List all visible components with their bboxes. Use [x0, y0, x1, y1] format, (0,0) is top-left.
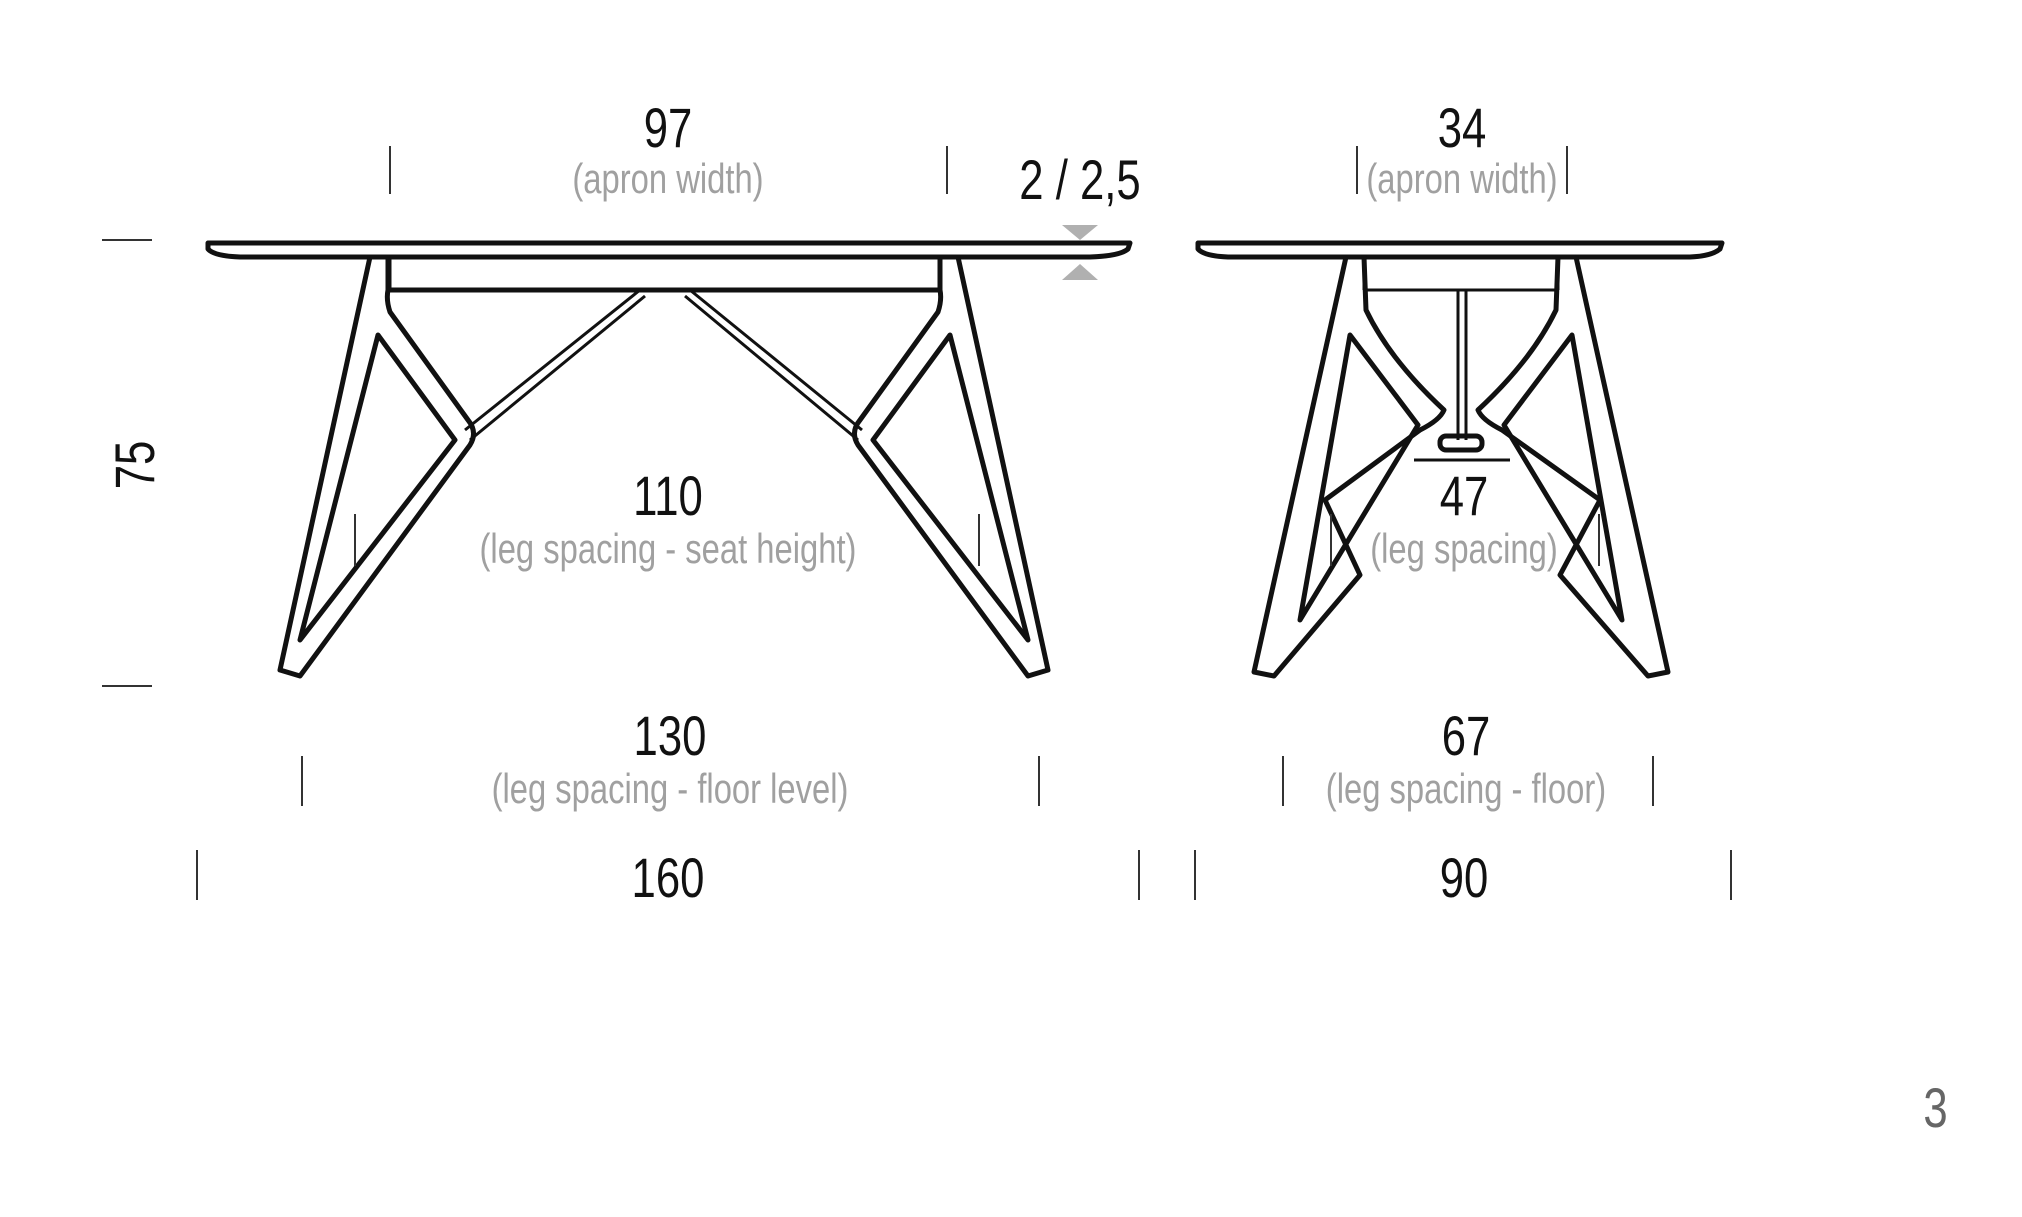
side-left-leg [1251, 254, 1447, 679]
dim-tick [354, 514, 356, 566]
dim-tick [1652, 756, 1654, 806]
dim-tick [1566, 146, 1568, 194]
page-number: 3 [1923, 1076, 1948, 1139]
top-thickness-value: 2 / 2,5 [1019, 148, 1141, 211]
dim-tick [301, 756, 303, 806]
dim-tick [196, 850, 198, 900]
dim-tick [946, 146, 948, 194]
front-leg-spacing-floor-label: (leg spacing - floor level) [491, 765, 849, 812]
side-width-value: 90 [1439, 846, 1489, 909]
dim-tick [1598, 514, 1600, 566]
front-view-table [205, 240, 1133, 679]
dim-tick [1730, 850, 1732, 900]
dim-tick [1282, 756, 1284, 806]
side-apron-width-value: 34 [1437, 96, 1487, 159]
front-leg-spacing-floor-value: 130 [633, 704, 707, 767]
front-leg-spacing-seat-value: 110 [633, 464, 703, 527]
front-apron-width-label: (apron width) [572, 155, 764, 202]
front-left-leg [277, 254, 476, 679]
side-view-table [1195, 240, 1725, 679]
dim-tick [389, 146, 391, 194]
dim-tick [1194, 850, 1196, 900]
side-leg-spacing-value: 47 [1439, 464, 1489, 527]
height-tick-bottom [102, 685, 152, 687]
side-apron-width-label: (apron width) [1366, 155, 1558, 202]
front-length-value: 160 [631, 846, 705, 909]
height-tick-top [102, 239, 152, 241]
dim-tick [1330, 514, 1332, 566]
front-tabletop [205, 240, 1133, 260]
side-tabletop [1195, 240, 1725, 260]
side-leg-spacing-floor-value: 67 [1441, 704, 1491, 767]
dim-tick [978, 514, 980, 566]
side-right-leg [1475, 254, 1671, 679]
side-leg-spacing-floor-label: (leg spacing - floor) [1325, 765, 1607, 812]
dim-tick [1356, 146, 1358, 194]
front-right-leg [852, 254, 1051, 679]
thickness-arrows [1062, 225, 1098, 280]
front-apron-width-value: 97 [643, 96, 693, 159]
front-leg-spacing-seat-label: (leg spacing - seat height) [479, 525, 857, 572]
height-value: 75 [103, 440, 167, 490]
dim-tick [1138, 850, 1140, 900]
side-leg-spacing-label: (leg spacing) [1370, 525, 1558, 572]
dim-tick [1038, 756, 1040, 806]
